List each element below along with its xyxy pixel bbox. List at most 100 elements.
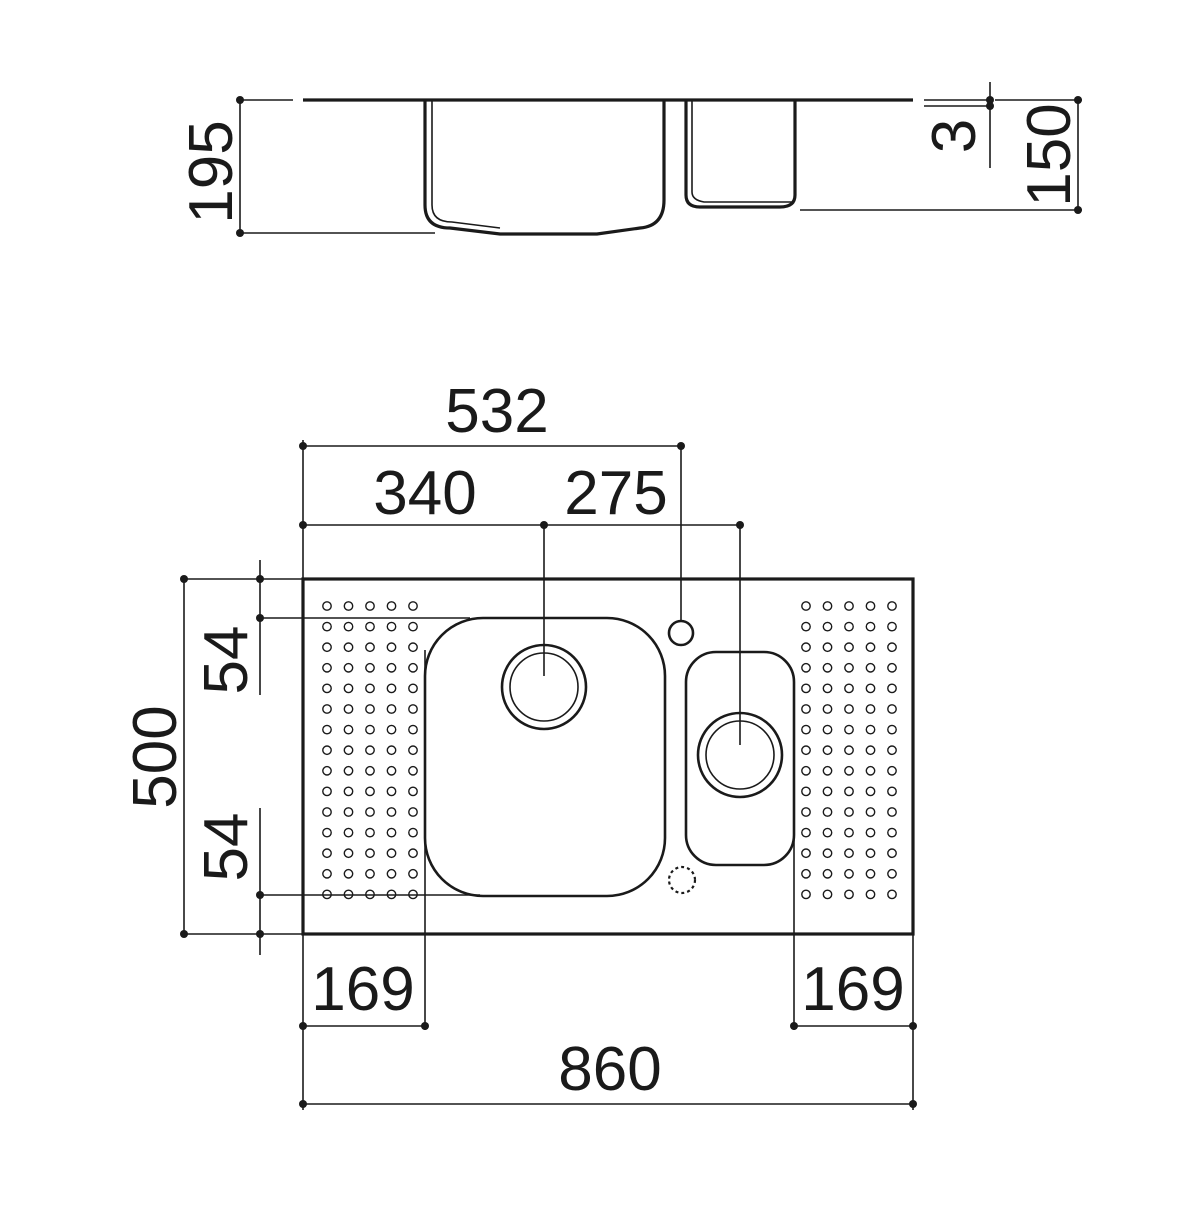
drainer-hole xyxy=(408,868,418,879)
drainer-hole xyxy=(844,745,854,756)
dim-860-dot-left xyxy=(299,1100,307,1108)
dim-340-label: 340 xyxy=(373,459,476,528)
sink-outline xyxy=(301,577,915,936)
drainer-hole xyxy=(801,889,811,900)
drainer-hole xyxy=(865,786,876,797)
drainer-hole xyxy=(865,642,876,653)
drainer-hole xyxy=(822,745,833,756)
drainer-hole xyxy=(365,642,375,653)
drainer-hole xyxy=(322,642,332,653)
drainer-hole xyxy=(801,827,811,838)
drainer-hole xyxy=(801,765,811,776)
dim-3-dot-top xyxy=(986,96,994,104)
drainer-hole xyxy=(365,621,375,632)
tap-hole xyxy=(667,619,695,647)
left-drainer-holes xyxy=(322,601,418,900)
drainer-hole xyxy=(801,601,811,611)
dim-195-dot-top xyxy=(236,96,244,104)
drainer-hole xyxy=(822,765,833,776)
drainer-hole xyxy=(365,868,375,879)
dim-3-dot-bottom xyxy=(986,102,994,110)
drainer-hole xyxy=(844,704,854,714)
drainer-hole xyxy=(386,745,397,756)
drainer-hole xyxy=(887,868,897,879)
drainer-hole xyxy=(365,683,375,694)
drainer-hole xyxy=(386,724,397,735)
drainer-hole xyxy=(887,765,897,776)
drainer-hole xyxy=(386,765,397,776)
drainer-hole xyxy=(822,704,833,714)
drainer-hole xyxy=(408,683,418,694)
drainer-hole xyxy=(343,662,354,673)
drainer-hole xyxy=(365,662,375,673)
side-view: 195 3 150 xyxy=(177,82,1084,237)
dim-195-dot-bottom xyxy=(236,229,244,237)
dim-340-dot-mid xyxy=(540,521,548,529)
drainer-hole xyxy=(822,786,833,797)
drainer-hole xyxy=(343,601,354,611)
drainer-hole xyxy=(801,683,811,694)
drainer-hole xyxy=(408,621,418,632)
drainer-hole xyxy=(322,662,332,673)
drainer-hole xyxy=(844,786,854,797)
optional-hole xyxy=(667,865,697,895)
drainer-hole xyxy=(801,621,811,632)
dim-532-dot-right xyxy=(677,442,685,450)
dim-340-dot-left xyxy=(299,521,307,529)
drainer-hole xyxy=(844,724,854,735)
drainer-hole xyxy=(844,765,854,776)
drainer-hole xyxy=(408,642,418,653)
drainer-hole xyxy=(865,683,876,694)
dim-500-dot-top xyxy=(180,575,188,583)
dim-3-label: 3 xyxy=(920,119,989,153)
dim-54-bottom-dot-b xyxy=(256,930,264,938)
drainer-hole xyxy=(343,868,354,879)
drainer-hole xyxy=(887,642,897,653)
drainer-hole xyxy=(365,786,375,797)
drainer-hole xyxy=(386,601,397,611)
dim-169-right-label: 169 xyxy=(801,955,904,1024)
drainer-hole xyxy=(322,827,332,838)
drainer-hole xyxy=(844,621,854,632)
drainer-hole xyxy=(865,601,876,611)
drainer-hole xyxy=(386,807,397,817)
dim-150-dot-bottom xyxy=(1074,206,1082,214)
dim-54-top-label: 54 xyxy=(192,626,261,695)
drainer-hole xyxy=(343,642,354,653)
drainer-hole xyxy=(887,848,897,859)
main-bowl xyxy=(423,616,667,898)
drainer-hole xyxy=(408,786,418,797)
drainer-hole xyxy=(322,807,332,817)
drainer-hole xyxy=(386,662,397,673)
drainer-hole xyxy=(844,889,854,900)
drainer-hole xyxy=(865,704,876,714)
drainer-hole xyxy=(844,827,854,838)
drainer-hole xyxy=(386,621,397,632)
drainer-hole xyxy=(365,745,375,756)
drainer-hole xyxy=(822,807,833,817)
drainer-hole xyxy=(844,848,854,859)
dim-860-dot-right xyxy=(909,1100,917,1108)
drainer-hole xyxy=(887,889,897,900)
drainer-hole xyxy=(801,786,811,797)
drainer-hole xyxy=(386,642,397,653)
drainer-hole xyxy=(887,786,897,797)
drainer-hole xyxy=(408,765,418,776)
drainer-hole xyxy=(365,827,375,838)
drainer-hole xyxy=(322,704,332,714)
dim-150-dot-top xyxy=(1074,96,1082,104)
drainer-hole xyxy=(322,848,332,859)
drainer-hole xyxy=(322,745,332,756)
right-drainer-holes xyxy=(801,601,897,900)
drainer-hole xyxy=(822,889,833,900)
drainer-hole xyxy=(887,724,897,735)
drainer-hole xyxy=(865,662,876,673)
drainer-hole xyxy=(844,868,854,879)
drainer-hole xyxy=(822,601,833,611)
dim-54-bottom-label: 54 xyxy=(192,813,261,882)
drainer-hole xyxy=(408,724,418,735)
drainer-hole xyxy=(865,621,876,632)
drainer-hole xyxy=(343,621,354,632)
drainer-hole xyxy=(386,704,397,714)
drainer-hole xyxy=(365,807,375,817)
